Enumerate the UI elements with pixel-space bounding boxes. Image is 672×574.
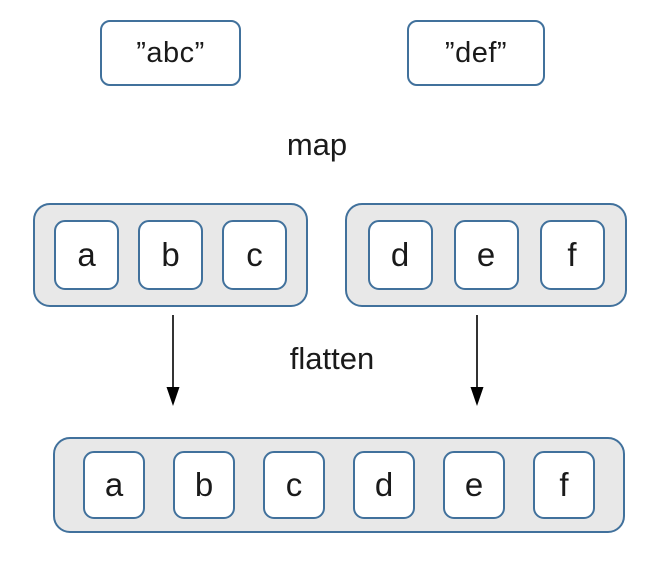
flattened-list: a b c d e f xyxy=(53,437,625,533)
string-box-abc-label: ”abc” xyxy=(136,36,205,69)
list-cell-label: b xyxy=(161,236,180,273)
list-cell: a xyxy=(54,220,119,290)
list-cell: a xyxy=(83,451,145,519)
mapped-list-def: d e f xyxy=(345,203,627,307)
list-cell-label: d xyxy=(390,236,410,273)
list-cell: c xyxy=(222,220,287,290)
list-cell: e xyxy=(453,220,519,290)
list-cell: f xyxy=(533,451,595,519)
list-cell: d xyxy=(353,451,415,519)
list-cell-label: b xyxy=(194,466,214,503)
flatten-label: flatten xyxy=(289,341,375,376)
list-cell-label: a xyxy=(77,236,96,273)
list-cell-label: a xyxy=(104,466,124,503)
list-cell-label: f xyxy=(559,466,569,503)
list-cell-label: e xyxy=(476,236,496,273)
list-cell: b xyxy=(173,451,235,519)
down-arrow-icon xyxy=(470,315,484,406)
down-arrow-icon xyxy=(166,315,180,406)
string-box-def-label: ”def” xyxy=(444,36,508,69)
string-box-abc: ”abc” xyxy=(100,20,241,86)
list-cell-label: c xyxy=(246,236,263,273)
list-cell-label: d xyxy=(374,466,394,503)
mapped-list-abc: a b c xyxy=(33,203,308,307)
list-cell: d xyxy=(367,220,433,290)
list-cell: c xyxy=(263,451,325,519)
list-cell: f xyxy=(539,220,605,290)
list-cell: e xyxy=(443,451,505,519)
list-cell-label: c xyxy=(285,466,303,503)
list-cell-label: f xyxy=(567,236,577,273)
map-label: map xyxy=(286,127,348,162)
list-cell: b xyxy=(138,220,203,290)
string-box-def: ”def” xyxy=(407,20,545,86)
list-cell-label: e xyxy=(464,466,484,503)
